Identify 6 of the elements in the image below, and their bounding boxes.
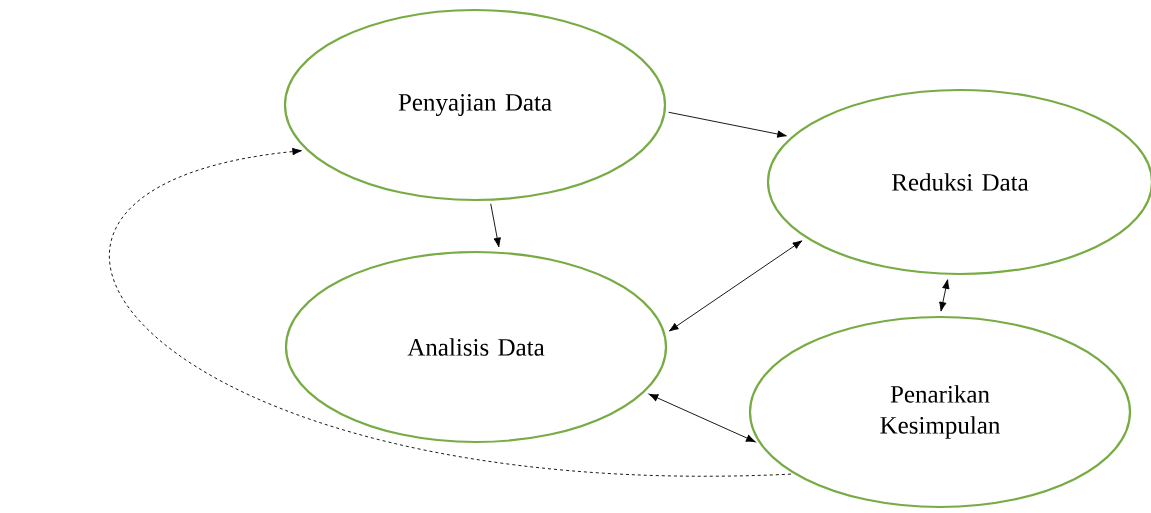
double-arrow: [668, 240, 803, 332]
double-arrow: [939, 279, 950, 312]
arrow: [668, 111, 787, 138]
arrow: [490, 203, 501, 248]
dashed-arrow: [108, 147, 792, 476]
double-arrow: [648, 393, 756, 443]
